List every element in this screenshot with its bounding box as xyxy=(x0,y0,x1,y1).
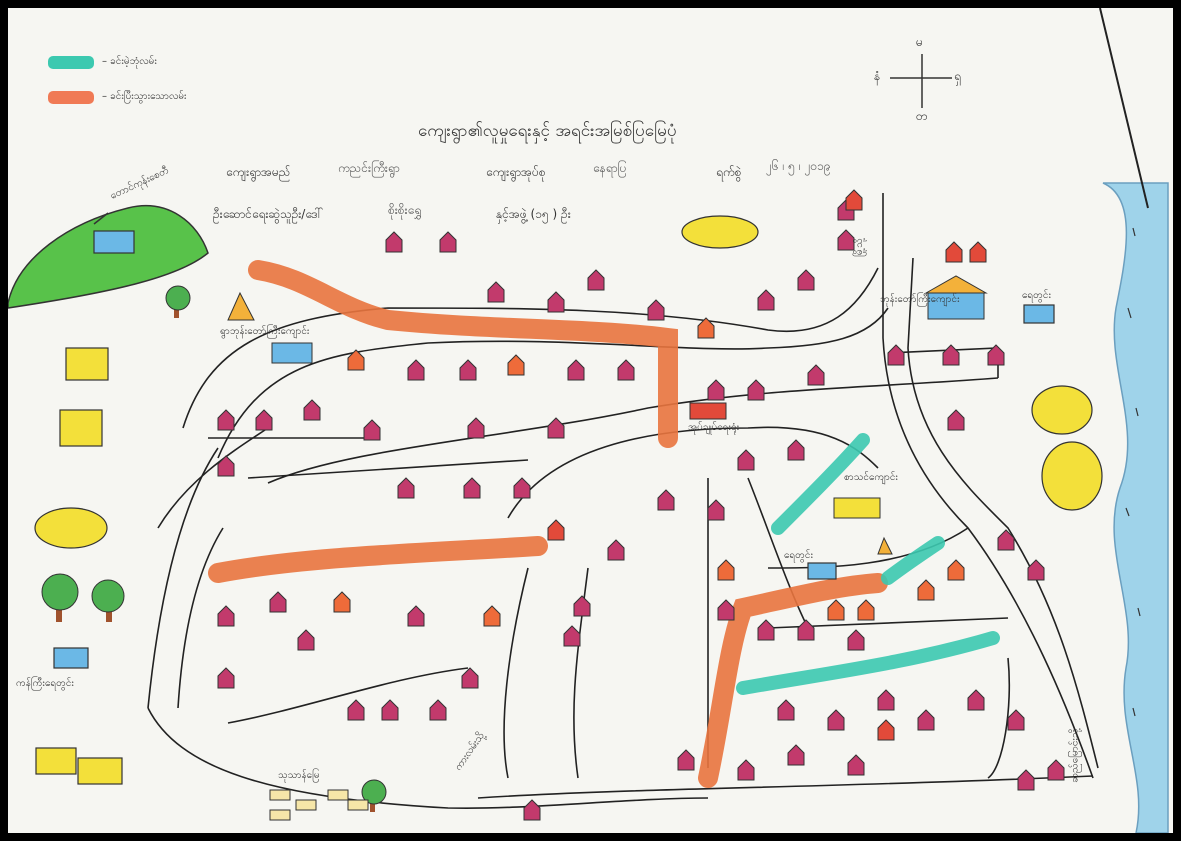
label-school: စာသင်ကျောင်း xyxy=(844,472,898,483)
legend-swatch-paved xyxy=(48,91,94,104)
tree-icon xyxy=(41,285,387,812)
date-value: ၂၆ ၊ ၅ ၊ ၂၀၁၉ xyxy=(766,159,831,173)
village-name-label: ကျေးရွာအမည် xyxy=(226,165,291,179)
label-to-town: မြို့သို့ xyxy=(853,238,865,257)
compass-south: တ xyxy=(916,109,928,123)
label-well-right: ရေတွင်း xyxy=(1022,290,1051,301)
village-group-label: ကျေးရွာအုပ်စု xyxy=(486,165,546,179)
monastery-building xyxy=(271,342,313,364)
date-label: ရက်စွဲ xyxy=(716,165,742,179)
field-top xyxy=(681,215,759,249)
house-icon xyxy=(217,199,1065,821)
well-icon xyxy=(53,304,1055,669)
members-label: နှင့်အဖွဲ့ (၁၅ ) ဦး xyxy=(496,207,571,221)
legend-label-unpaved: – ခင်းမဲ့ဘုံလမ်း xyxy=(102,56,157,67)
leader-name: စိုးစိုးရွှေ xyxy=(388,203,422,217)
compass-east: ရှ xyxy=(954,69,961,83)
map-title: ကျေးရွာ၏လူမှုရေးနှင့် အရင်းအမြစ်ပြမြေပုံ xyxy=(418,121,677,141)
pagoda-icon xyxy=(227,291,255,321)
legend-label-paved: – ခင်းပြီးသွားသောလမ်း xyxy=(102,91,187,102)
big-monastery xyxy=(927,292,985,320)
field-left-3 xyxy=(34,507,108,549)
office-building xyxy=(689,402,727,420)
label-pagoda: ရွာဘုန်းတော်ကြီးကျောင်း xyxy=(220,326,310,337)
field-left-1 xyxy=(65,347,109,381)
hill-building xyxy=(93,230,135,254)
field-left-4 xyxy=(35,747,77,775)
compass-west: နံ xyxy=(874,69,881,83)
river xyxy=(1102,182,1169,833)
label-pond-left: ကန်ကြီးရေတွင်း xyxy=(16,678,74,689)
village-group: နေရာပြ xyxy=(593,161,627,175)
map-drawing xyxy=(8,8,1169,833)
label-office: အုပ်ချုပ်ရေးရုံး xyxy=(688,422,740,433)
village-name: ကညင်းကြီးရွာ xyxy=(338,161,400,175)
field-right-1 xyxy=(1031,385,1093,435)
compass-north: မ xyxy=(916,35,923,49)
leader-label: ဦးဆောင်ရေးဆွဲသူဦး/ဒေါ် xyxy=(213,207,324,221)
label-cemetery: သုသာန်မြေ xyxy=(278,770,320,781)
label-well-center: ရေတွင်း xyxy=(784,550,813,561)
map-paper: – ခင်းမဲ့ဘုံလမ်း – ခင်းပြီးသွားသောလမ်း က… xyxy=(8,8,1173,833)
field-left-5 xyxy=(77,757,123,785)
compass-icon xyxy=(890,54,952,108)
field-right-2 xyxy=(1041,441,1103,511)
legend-swatch-unpaved xyxy=(48,56,94,69)
field-left-2 xyxy=(59,409,103,447)
label-to-river: ဆည်မြောင်းသို့ xyxy=(1069,728,1081,783)
hill-area xyxy=(8,205,209,309)
school-building xyxy=(833,497,881,519)
label-monastery: ဘုန်းတော်ကြီးကျောင်း xyxy=(880,294,960,305)
